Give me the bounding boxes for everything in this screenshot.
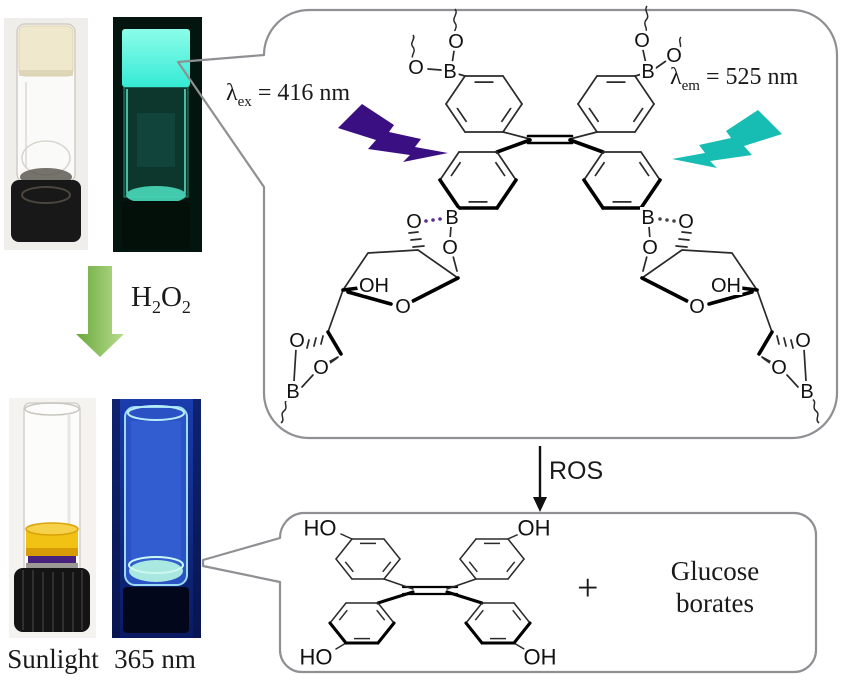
caption-sunlight: Sunlight xyxy=(7,644,99,674)
atom-label-o: O xyxy=(642,237,658,259)
atom-label-oh: OH xyxy=(518,516,551,541)
atom-label-oh: OH xyxy=(524,645,557,670)
atom-label-o: O xyxy=(289,330,305,352)
atom-label-o: O xyxy=(448,31,464,53)
glass-base-shadow xyxy=(26,563,78,571)
atom-label-oh: OH xyxy=(359,275,389,297)
plus-sign: + xyxy=(577,567,599,609)
atom-label-o: O xyxy=(689,296,705,318)
atom-label-b: B xyxy=(800,381,813,403)
atom-label-o: O xyxy=(313,357,329,379)
photo-solution-uv xyxy=(112,399,201,638)
glowing-gel xyxy=(122,29,190,87)
atom-label-b: B xyxy=(445,207,458,229)
glucose-borates-line1: Glucose xyxy=(670,556,760,586)
liquid-glow-ring xyxy=(128,556,184,574)
atom-label-o: O xyxy=(634,30,650,52)
gel-plug xyxy=(18,25,74,77)
vignette-right xyxy=(193,399,201,638)
liquid-glow xyxy=(129,560,183,582)
atom-label-ho: HO xyxy=(304,516,337,541)
emission-wavelength-label: λem = 525 nm xyxy=(670,64,798,95)
photo-gel-sunlight xyxy=(4,18,88,250)
black-cap xyxy=(122,201,190,249)
h2o2-arrow xyxy=(76,266,124,357)
black-cap xyxy=(123,587,189,633)
excitation-wavelength-label: λex = 416 nm xyxy=(226,80,350,111)
glow-base xyxy=(126,186,186,204)
atom-label-o: O xyxy=(395,296,411,318)
emission-bolt xyxy=(672,110,782,168)
product-atom-labels: HO OH HO OH xyxy=(297,513,560,673)
vial-rim xyxy=(24,402,80,416)
purple-band xyxy=(28,556,76,563)
atom-label-b: B xyxy=(641,207,654,229)
photo-gel-uv xyxy=(113,17,202,252)
liquid-shadow xyxy=(26,548,78,556)
atom-label-o: O xyxy=(442,237,458,259)
wavelength-value: = 416 nm xyxy=(251,80,351,106)
stereo-hash-bonds xyxy=(306,231,794,349)
vial-inner-reflection xyxy=(137,113,175,167)
ros-arrow xyxy=(533,446,547,512)
atom-label-o: O xyxy=(406,211,422,233)
caption-365nm: 365 nm xyxy=(114,644,196,674)
dotted-bonds xyxy=(424,217,676,223)
atom-label-o: O xyxy=(678,211,694,233)
lambda-symbol: λ xyxy=(226,80,238,106)
atom-label-o: O xyxy=(771,357,787,379)
lambda-subscript: ex xyxy=(237,93,252,110)
atom-label-b: B xyxy=(641,61,654,83)
atom-label-ho: HO xyxy=(300,645,333,670)
atom-label-b: B xyxy=(443,61,456,83)
lambda-subscript: em xyxy=(681,77,700,94)
excitation-bolt xyxy=(338,104,448,162)
vignette-left xyxy=(112,399,120,638)
product-structure-bonds xyxy=(328,533,532,650)
black-cap xyxy=(11,180,81,242)
gel-plug-shadow xyxy=(19,70,73,76)
wavelength-value: = 525 nm xyxy=(699,64,799,90)
liquid-meniscus xyxy=(25,522,79,536)
lambda-symbol: λ xyxy=(670,64,682,90)
ros-label: ROS xyxy=(549,457,604,485)
cap-ribs xyxy=(22,570,83,632)
atom-label-b: B xyxy=(286,381,299,403)
atom-label-o: O xyxy=(408,57,424,79)
atom-label-o: O xyxy=(795,330,811,352)
glucose-borates-line2: borates xyxy=(676,587,754,618)
vial-interior xyxy=(131,421,181,567)
photo-solution-sunlight xyxy=(9,398,96,638)
atom-label-oh: OH xyxy=(711,275,741,297)
h2o2-label: H2O2 xyxy=(131,281,191,317)
cap-highlight xyxy=(21,186,71,204)
glucose-borates-label: Glucose borates xyxy=(648,556,782,620)
